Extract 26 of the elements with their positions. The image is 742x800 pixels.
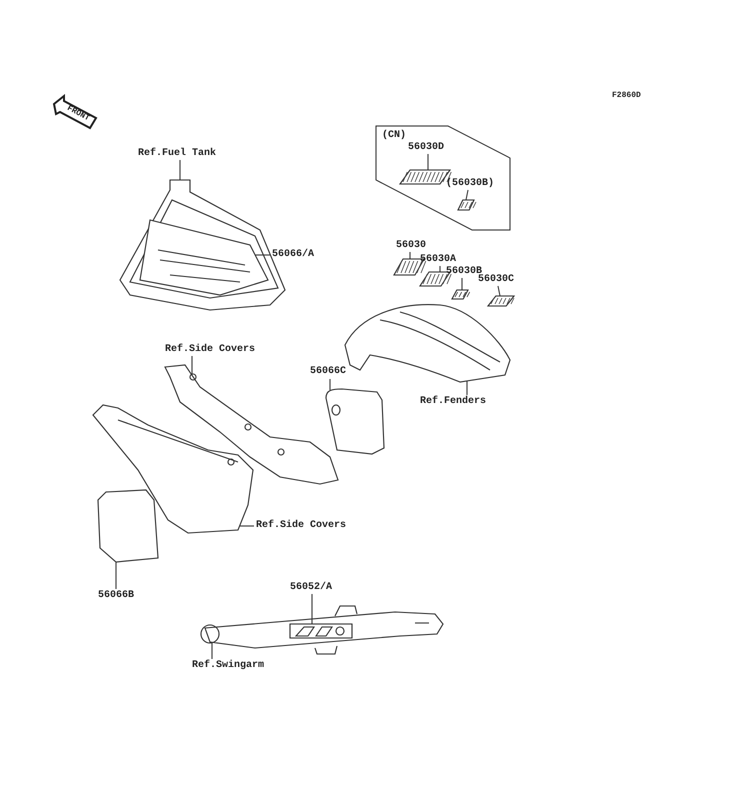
kit-label: (CN) (382, 130, 406, 142)
reference-label: Ref.Fuel Tank (138, 148, 216, 160)
reference-label: Ref.Side Covers (165, 344, 256, 356)
leader-line (498, 286, 500, 296)
reference-label: Ref.Fenders (420, 396, 486, 408)
decal-drawing (420, 272, 450, 286)
decal-drawing (488, 296, 514, 306)
reference-label: Ref.Swingarm (192, 660, 264, 672)
number-plate-drawing (96, 488, 160, 564)
part-number: 56066B (98, 590, 134, 602)
decal-drawing (139, 219, 269, 296)
figure-number: F2860D (612, 90, 641, 102)
leader-line (254, 254, 270, 256)
part-number: 56052/A (290, 582, 332, 594)
part-number: 56066/A (272, 249, 314, 261)
part-number: 56030 (396, 240, 426, 252)
reference-label: Ref.Side Covers (256, 520, 346, 532)
leader-line (466, 190, 468, 200)
decal-drawing (458, 200, 474, 210)
part-number: (56030B) (446, 178, 494, 190)
part-number: 56030C (478, 274, 514, 286)
leader-line (466, 380, 468, 396)
part-number: 56066C (310, 366, 346, 378)
part-number: 56030A (420, 254, 456, 266)
part-number: 56030D (408, 142, 444, 154)
decal-drawing (452, 290, 468, 299)
